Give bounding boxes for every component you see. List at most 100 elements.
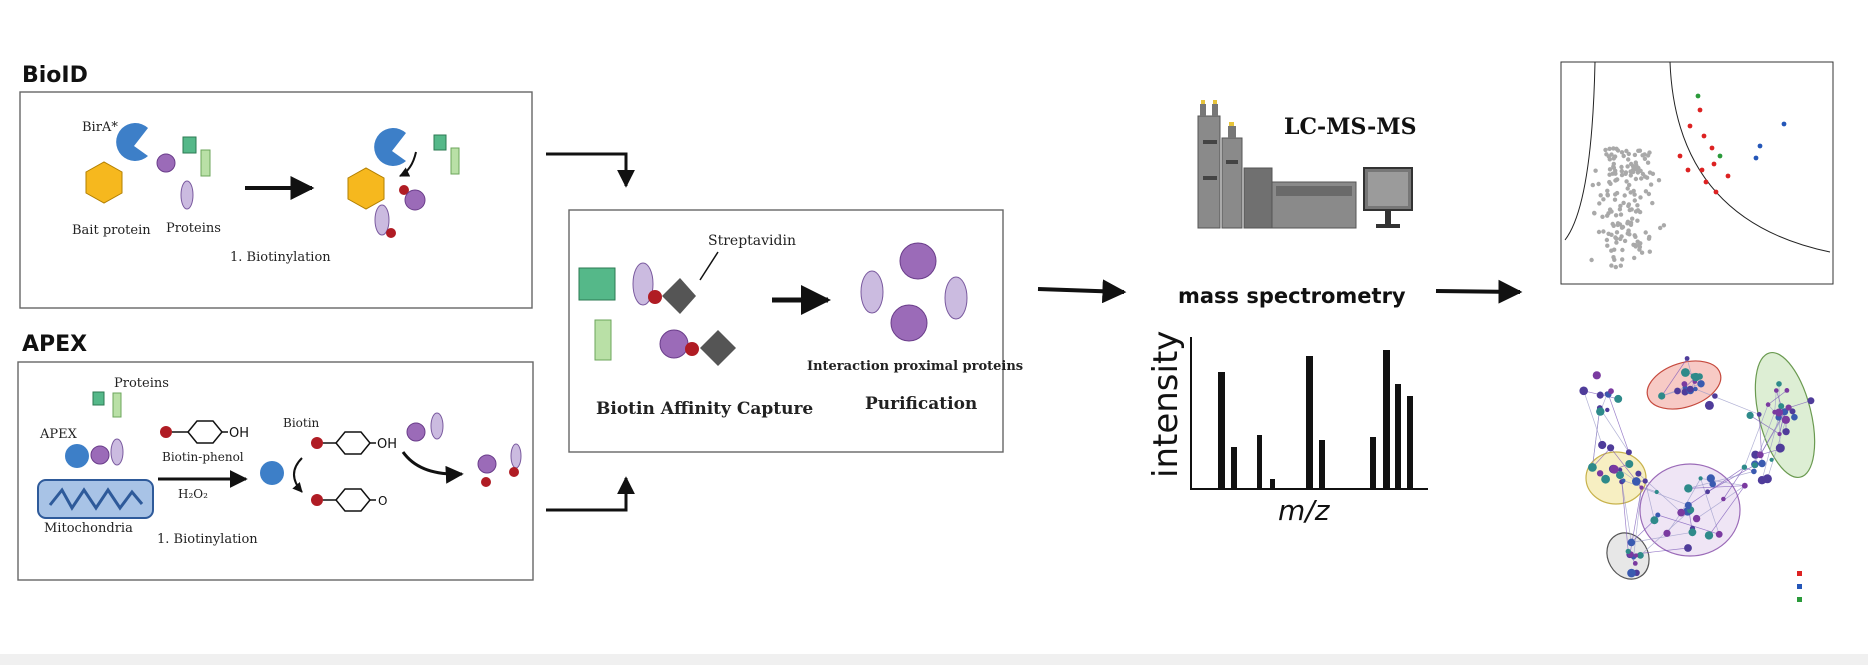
network-node xyxy=(1774,388,1779,393)
volcano-highlight-point xyxy=(1703,179,1709,185)
apex-activated-enzyme-icon xyxy=(260,461,284,485)
network-edge xyxy=(1631,519,1655,543)
apex-radical-arrow xyxy=(292,457,303,493)
volcano-point xyxy=(1609,248,1614,253)
network-node xyxy=(1637,552,1644,559)
network-node xyxy=(1596,391,1604,399)
volcano-point xyxy=(1612,197,1618,202)
network-node xyxy=(1756,451,1764,459)
network-node xyxy=(1782,428,1790,436)
apex-organelle-label: Mitochondria xyxy=(44,521,133,536)
volcano-point xyxy=(1620,257,1625,262)
volcano-point xyxy=(1605,192,1610,197)
biotin-transfer-arrow xyxy=(399,151,417,177)
purified-oval-1-icon xyxy=(860,270,884,314)
spectrum-peak xyxy=(1218,372,1225,489)
network-node xyxy=(1705,489,1710,495)
mitochondria-icon xyxy=(37,479,154,519)
network-edge xyxy=(1621,481,1629,552)
volcano-points xyxy=(1589,93,1787,270)
volcano-point xyxy=(1634,163,1639,168)
capture-protein-bar-icon xyxy=(594,319,612,361)
network-edge xyxy=(1608,394,1630,453)
volcano-point xyxy=(1609,209,1614,214)
network-edge xyxy=(1688,466,1745,506)
network-edge xyxy=(1631,531,1693,543)
network-node xyxy=(1605,407,1610,413)
volcano-point xyxy=(1619,172,1625,178)
volcano-point xyxy=(1628,173,1634,178)
volcano-highlight-point xyxy=(1697,107,1703,113)
volcano-point xyxy=(1639,176,1644,181)
volcano-point xyxy=(1614,177,1619,183)
volcano-point xyxy=(1614,236,1619,241)
biold-box xyxy=(19,91,533,309)
purified-oval-2-icon xyxy=(944,276,968,320)
volcano-point xyxy=(1638,195,1643,200)
network-node xyxy=(1608,388,1614,395)
volcano-point xyxy=(1635,218,1640,223)
volcano-point xyxy=(1646,236,1652,241)
volcano-point xyxy=(1613,192,1618,197)
apex-title: APEX xyxy=(22,332,87,357)
network-edge xyxy=(1666,512,1682,534)
volcano-point xyxy=(1627,207,1633,213)
apex-oxidant-label: H₂O₂ xyxy=(178,487,208,501)
volcano-point xyxy=(1632,233,1637,238)
network-node xyxy=(1715,530,1723,538)
volcano-point xyxy=(1600,214,1605,219)
volcano-point xyxy=(1611,146,1616,151)
ms-label: mass spectrometry xyxy=(1178,284,1406,308)
biold-proteins-label: Proteins xyxy=(166,221,221,236)
volcano-point xyxy=(1614,230,1620,235)
network-node xyxy=(1658,392,1666,400)
purified-circle-1-icon xyxy=(899,242,937,280)
volcano-point xyxy=(1618,203,1623,209)
apex-step-label: 1. Biotinylation xyxy=(157,532,258,547)
network-node xyxy=(1684,356,1690,361)
network-node xyxy=(1627,538,1636,547)
volcano-point xyxy=(1615,222,1621,228)
volcano-point xyxy=(1635,239,1640,244)
volcano-point xyxy=(1604,237,1610,243)
volcano-point xyxy=(1611,255,1616,260)
volcano-point xyxy=(1619,168,1625,174)
volcano-point xyxy=(1656,178,1662,183)
network-edge xyxy=(1621,481,1632,543)
volcano-threshold-right xyxy=(1669,61,1831,253)
apex-protein-bar-icon xyxy=(112,392,122,418)
volcano-point xyxy=(1632,198,1638,203)
network-node xyxy=(1677,508,1686,517)
volcano-plot-thumbnail xyxy=(1560,61,1834,285)
network-node xyxy=(1627,568,1636,578)
apex-enzyme-icon xyxy=(65,444,89,468)
network-node xyxy=(1632,561,1638,566)
network-node xyxy=(1681,381,1688,387)
network-legend-blue-icon xyxy=(1797,584,1802,589)
network-edge xyxy=(1723,467,1745,500)
network-node xyxy=(1721,496,1726,502)
network-node xyxy=(1618,467,1623,472)
network-node xyxy=(1688,528,1697,537)
apex-protein-circle-icon xyxy=(90,445,110,465)
network-edge xyxy=(1744,404,1769,468)
apex-labeling-arrow xyxy=(401,451,464,484)
network-edge xyxy=(1688,471,1754,489)
network-edge xyxy=(1774,390,1777,413)
volcano-point xyxy=(1613,171,1618,176)
volcano-highlight-point xyxy=(1725,173,1731,179)
spectrum-peak xyxy=(1231,447,1237,489)
network-node xyxy=(1634,553,1639,558)
network-node xyxy=(1765,402,1771,407)
volcano-point xyxy=(1607,179,1612,185)
volcano-point xyxy=(1624,179,1629,184)
footer-strip xyxy=(0,654,1868,665)
network-node xyxy=(1588,463,1597,472)
network-node xyxy=(1758,459,1766,468)
volcano-point xyxy=(1627,232,1632,237)
volcano-point xyxy=(1619,164,1624,170)
protein-bar-icon xyxy=(200,149,211,177)
volcano-point xyxy=(1598,193,1603,198)
capture-oval-icon xyxy=(632,262,654,306)
